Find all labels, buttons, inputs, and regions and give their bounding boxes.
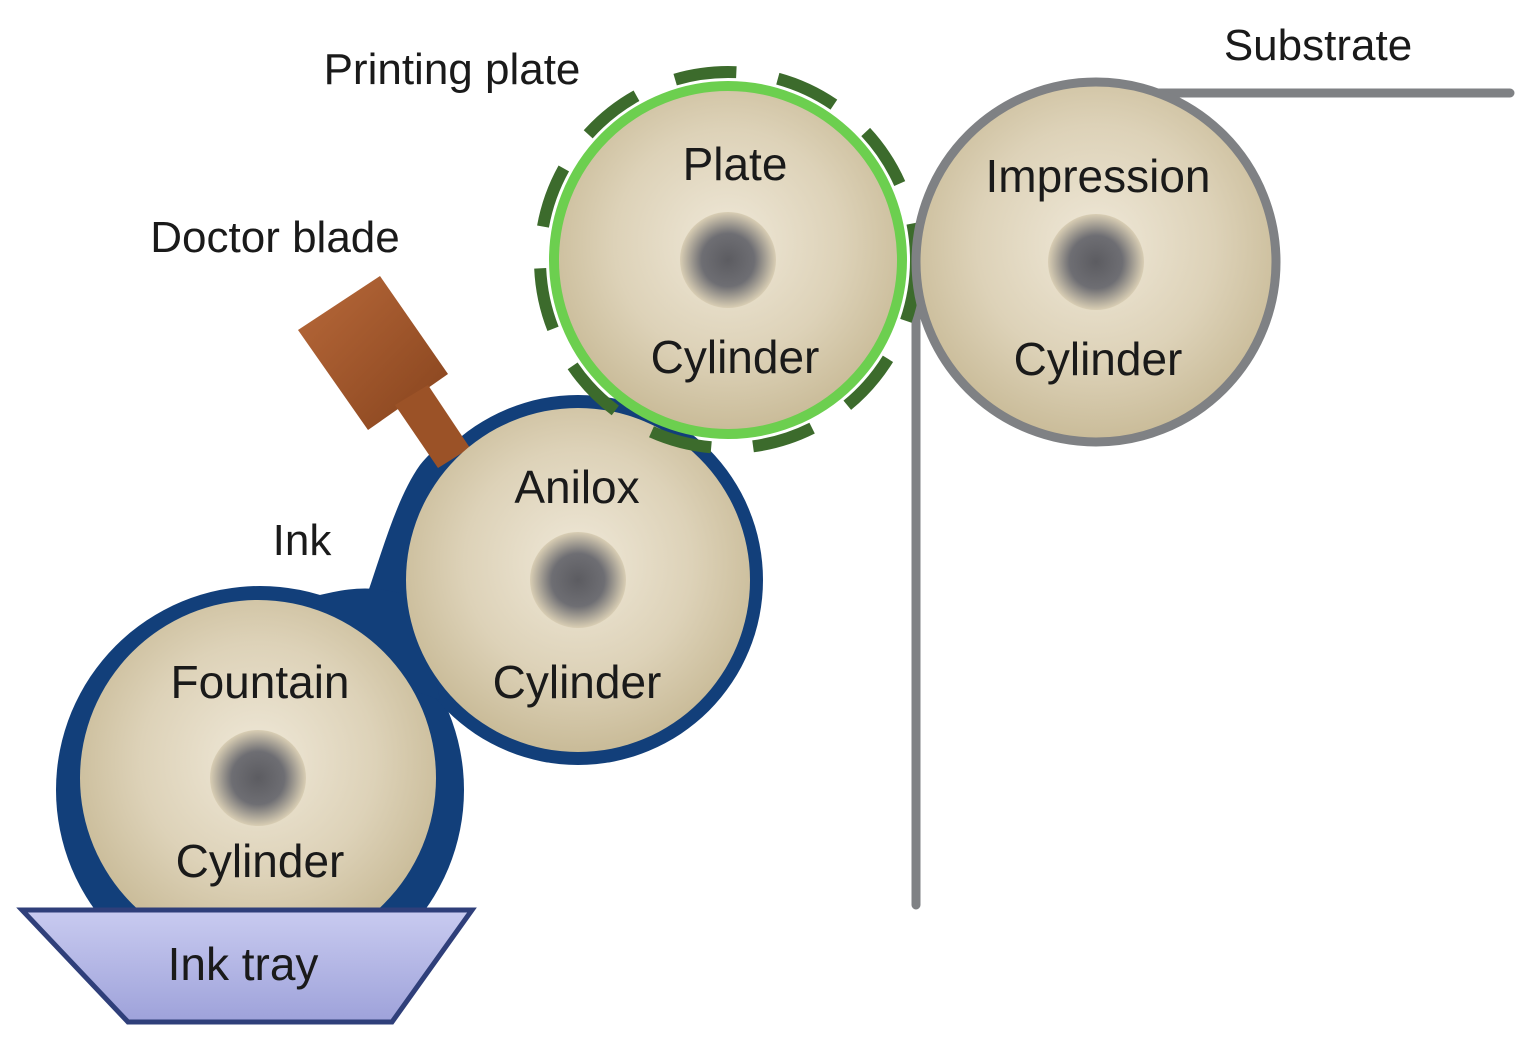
substrate-label: Substrate bbox=[1224, 21, 1412, 70]
fountain-cylinder bbox=[80, 600, 436, 956]
impression-cylinder bbox=[911, 77, 1281, 447]
plate-cylinder-label-bottom: Cylinder bbox=[651, 331, 820, 383]
plate-hub bbox=[680, 212, 776, 308]
anilox-cylinder-label-bottom: Cylinder bbox=[493, 656, 662, 708]
fountain-hub bbox=[210, 730, 306, 826]
impression-hub bbox=[1048, 214, 1144, 310]
ink-tray-label: Ink tray bbox=[168, 938, 319, 990]
anilox-hub bbox=[530, 532, 626, 628]
anilox-cylinder-label-top: Anilox bbox=[514, 461, 639, 513]
printing-plate-ring bbox=[549, 81, 907, 439]
doctor-blade-label: Doctor blade bbox=[150, 213, 399, 262]
fountain-cylinder-label-top: Fountain bbox=[170, 656, 349, 708]
plate-cylinder bbox=[534, 66, 922, 454]
ink-label: Ink bbox=[273, 516, 333, 565]
anilox-cylinder bbox=[406, 408, 750, 752]
impression-cylinder-label-top: Impression bbox=[986, 150, 1211, 202]
printing-plate-label: Printing plate bbox=[324, 45, 581, 94]
impression-cylinder-label-bottom: Cylinder bbox=[1014, 333, 1183, 385]
doctor-blade bbox=[298, 276, 470, 468]
fountain-cylinder-label-bottom: Cylinder bbox=[176, 835, 345, 887]
ink-tray bbox=[16, 907, 477, 1025]
plate-cylinder-label-top: Plate bbox=[683, 138, 788, 190]
